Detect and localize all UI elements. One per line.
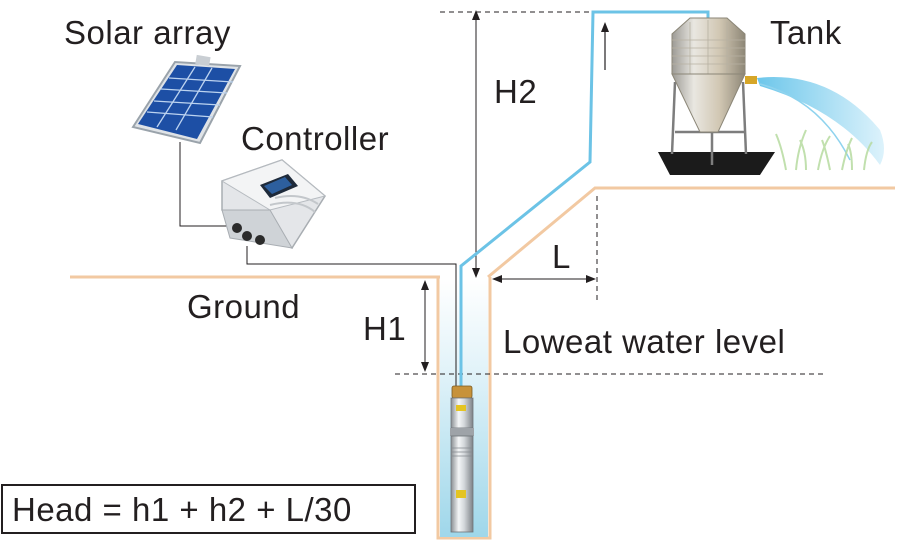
water-tank-icon — [658, 17, 775, 175]
panel-cable — [179, 142, 238, 227]
grass-icon — [775, 129, 873, 171]
submersible-pump-icon — [450, 385, 474, 533]
controller-label: Controller — [241, 120, 390, 157]
h2-dimension-arrow — [472, 10, 480, 278]
solar-panel-icon — [131, 54, 242, 145]
h1-dimension-arrow — [421, 280, 429, 372]
h2-label: H2 — [494, 73, 538, 110]
tank-label: Tank — [770, 14, 842, 51]
reference-lines — [395, 11, 825, 375]
delivery-pipe — [459, 10, 710, 388]
l-dimension-arrow — [492, 275, 596, 283]
controller-box-icon — [220, 159, 327, 249]
head-formula: Head = h1 + h2 + L/30 — [12, 491, 352, 528]
water-level-label: Loweat water level — [503, 323, 786, 360]
flow-up-arrow — [601, 22, 609, 70]
solar-array-label: Solar array — [64, 14, 231, 51]
l-label: L — [552, 238, 571, 275]
ground-label: Ground — [187, 288, 301, 325]
formula-box: Head = h1 + h2 + L/30 — [1, 484, 416, 534]
water-spray-icon — [757, 77, 884, 165]
ground-surface — [70, 186, 895, 540]
h1-label: H1 — [363, 310, 407, 347]
pump-cable — [246, 246, 457, 390]
